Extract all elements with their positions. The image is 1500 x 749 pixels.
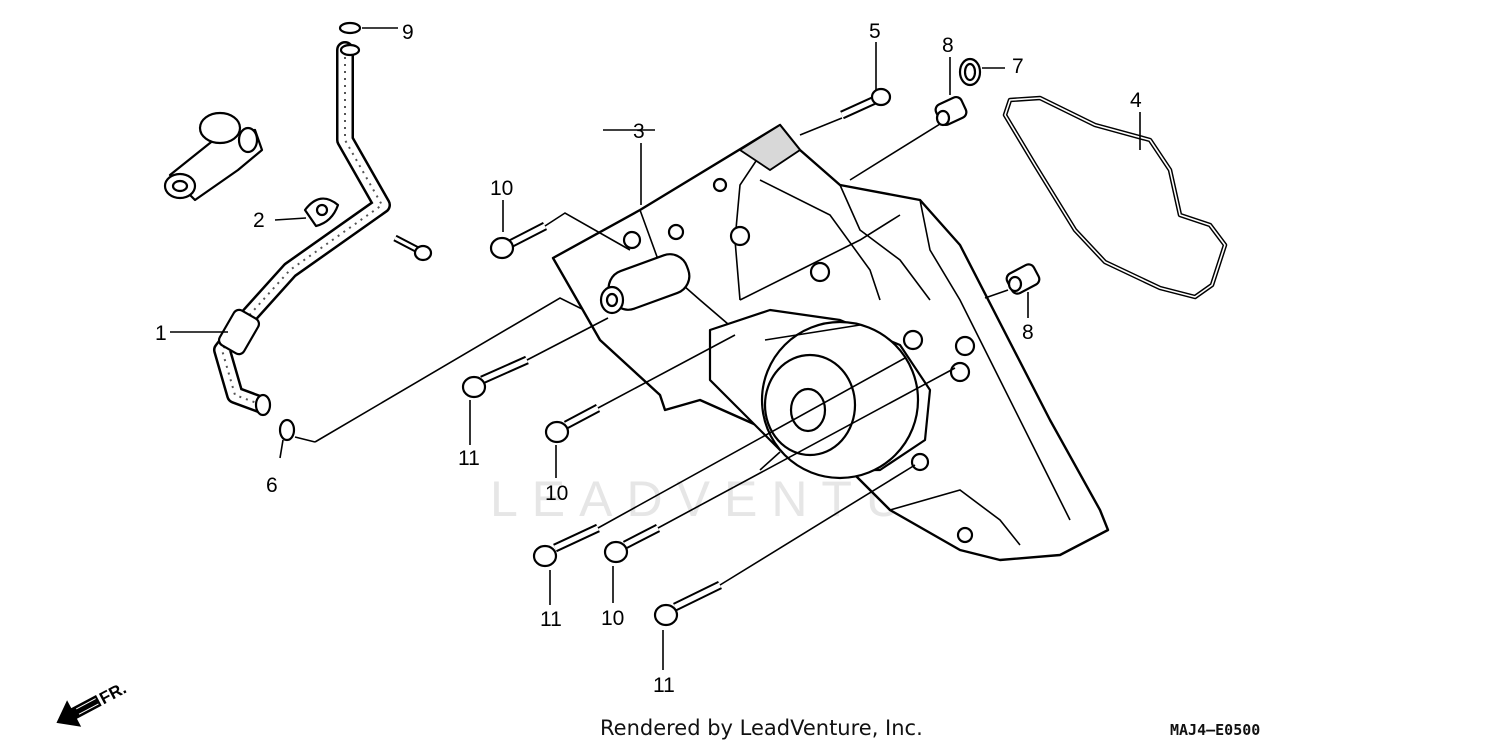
part-7-washer[interactable] <box>958 57 1005 87</box>
callout-8-top: 8 <box>942 34 954 57</box>
callout-5: 5 <box>869 20 881 43</box>
part-6-o-ring[interactable] <box>278 297 601 459</box>
callout-11-bottom: 11 <box>653 674 675 697</box>
part-1-hose[interactable] <box>170 41 391 417</box>
front-direction-arrow: FR. <box>56 679 129 727</box>
callout-6: 6 <box>266 474 278 497</box>
hose-joint-fitting[interactable] <box>163 111 264 202</box>
clamp-bolt[interactable] <box>393 234 433 262</box>
callout-4: 4 <box>1130 89 1142 112</box>
callout-3: 3 <box>633 120 645 143</box>
callout-9: 9 <box>402 21 414 44</box>
callout-11-lower-left: 11 <box>540 608 562 631</box>
part-2-clamp[interactable] <box>274 197 340 228</box>
part-8-dowel-pin-right[interactable] <box>984 262 1041 318</box>
part-11-bolt-bottom[interactable] <box>653 464 916 670</box>
callout-1: 1 <box>155 322 167 345</box>
callout-10-lower: 10 <box>601 607 624 630</box>
callout-2: 2 <box>253 209 265 232</box>
part-10-bolt-middle[interactable] <box>544 334 736 478</box>
callout-10-middle: 10 <box>545 482 568 505</box>
fr-label: FR. <box>96 679 129 709</box>
part-10-bolt-upper[interactable] <box>489 200 631 260</box>
part-11-bolt-left[interactable] <box>461 317 609 445</box>
part-9-clip[interactable] <box>338 21 398 35</box>
rendered-by-footer: Rendered by LeadVenture, Inc. <box>600 716 923 740</box>
callout-8-right: 8 <box>1022 321 1034 344</box>
callout-10-upper: 10 <box>490 177 513 200</box>
callout-11-left: 11 <box>458 447 480 470</box>
part-11-bolt-lower-left[interactable] <box>532 357 906 605</box>
part-3-water-pump-cover[interactable] <box>551 123 1110 562</box>
part-10-bolt-lower[interactable] <box>603 367 956 603</box>
part-5-bolt[interactable] <box>799 42 892 136</box>
diagram-code: MAJ4–E0500 <box>1170 721 1261 739</box>
part-4-gasket[interactable] <box>1002 95 1228 300</box>
part-8-dowel-pin-top[interactable] <box>849 57 968 181</box>
callout-7: 7 <box>1012 55 1024 78</box>
